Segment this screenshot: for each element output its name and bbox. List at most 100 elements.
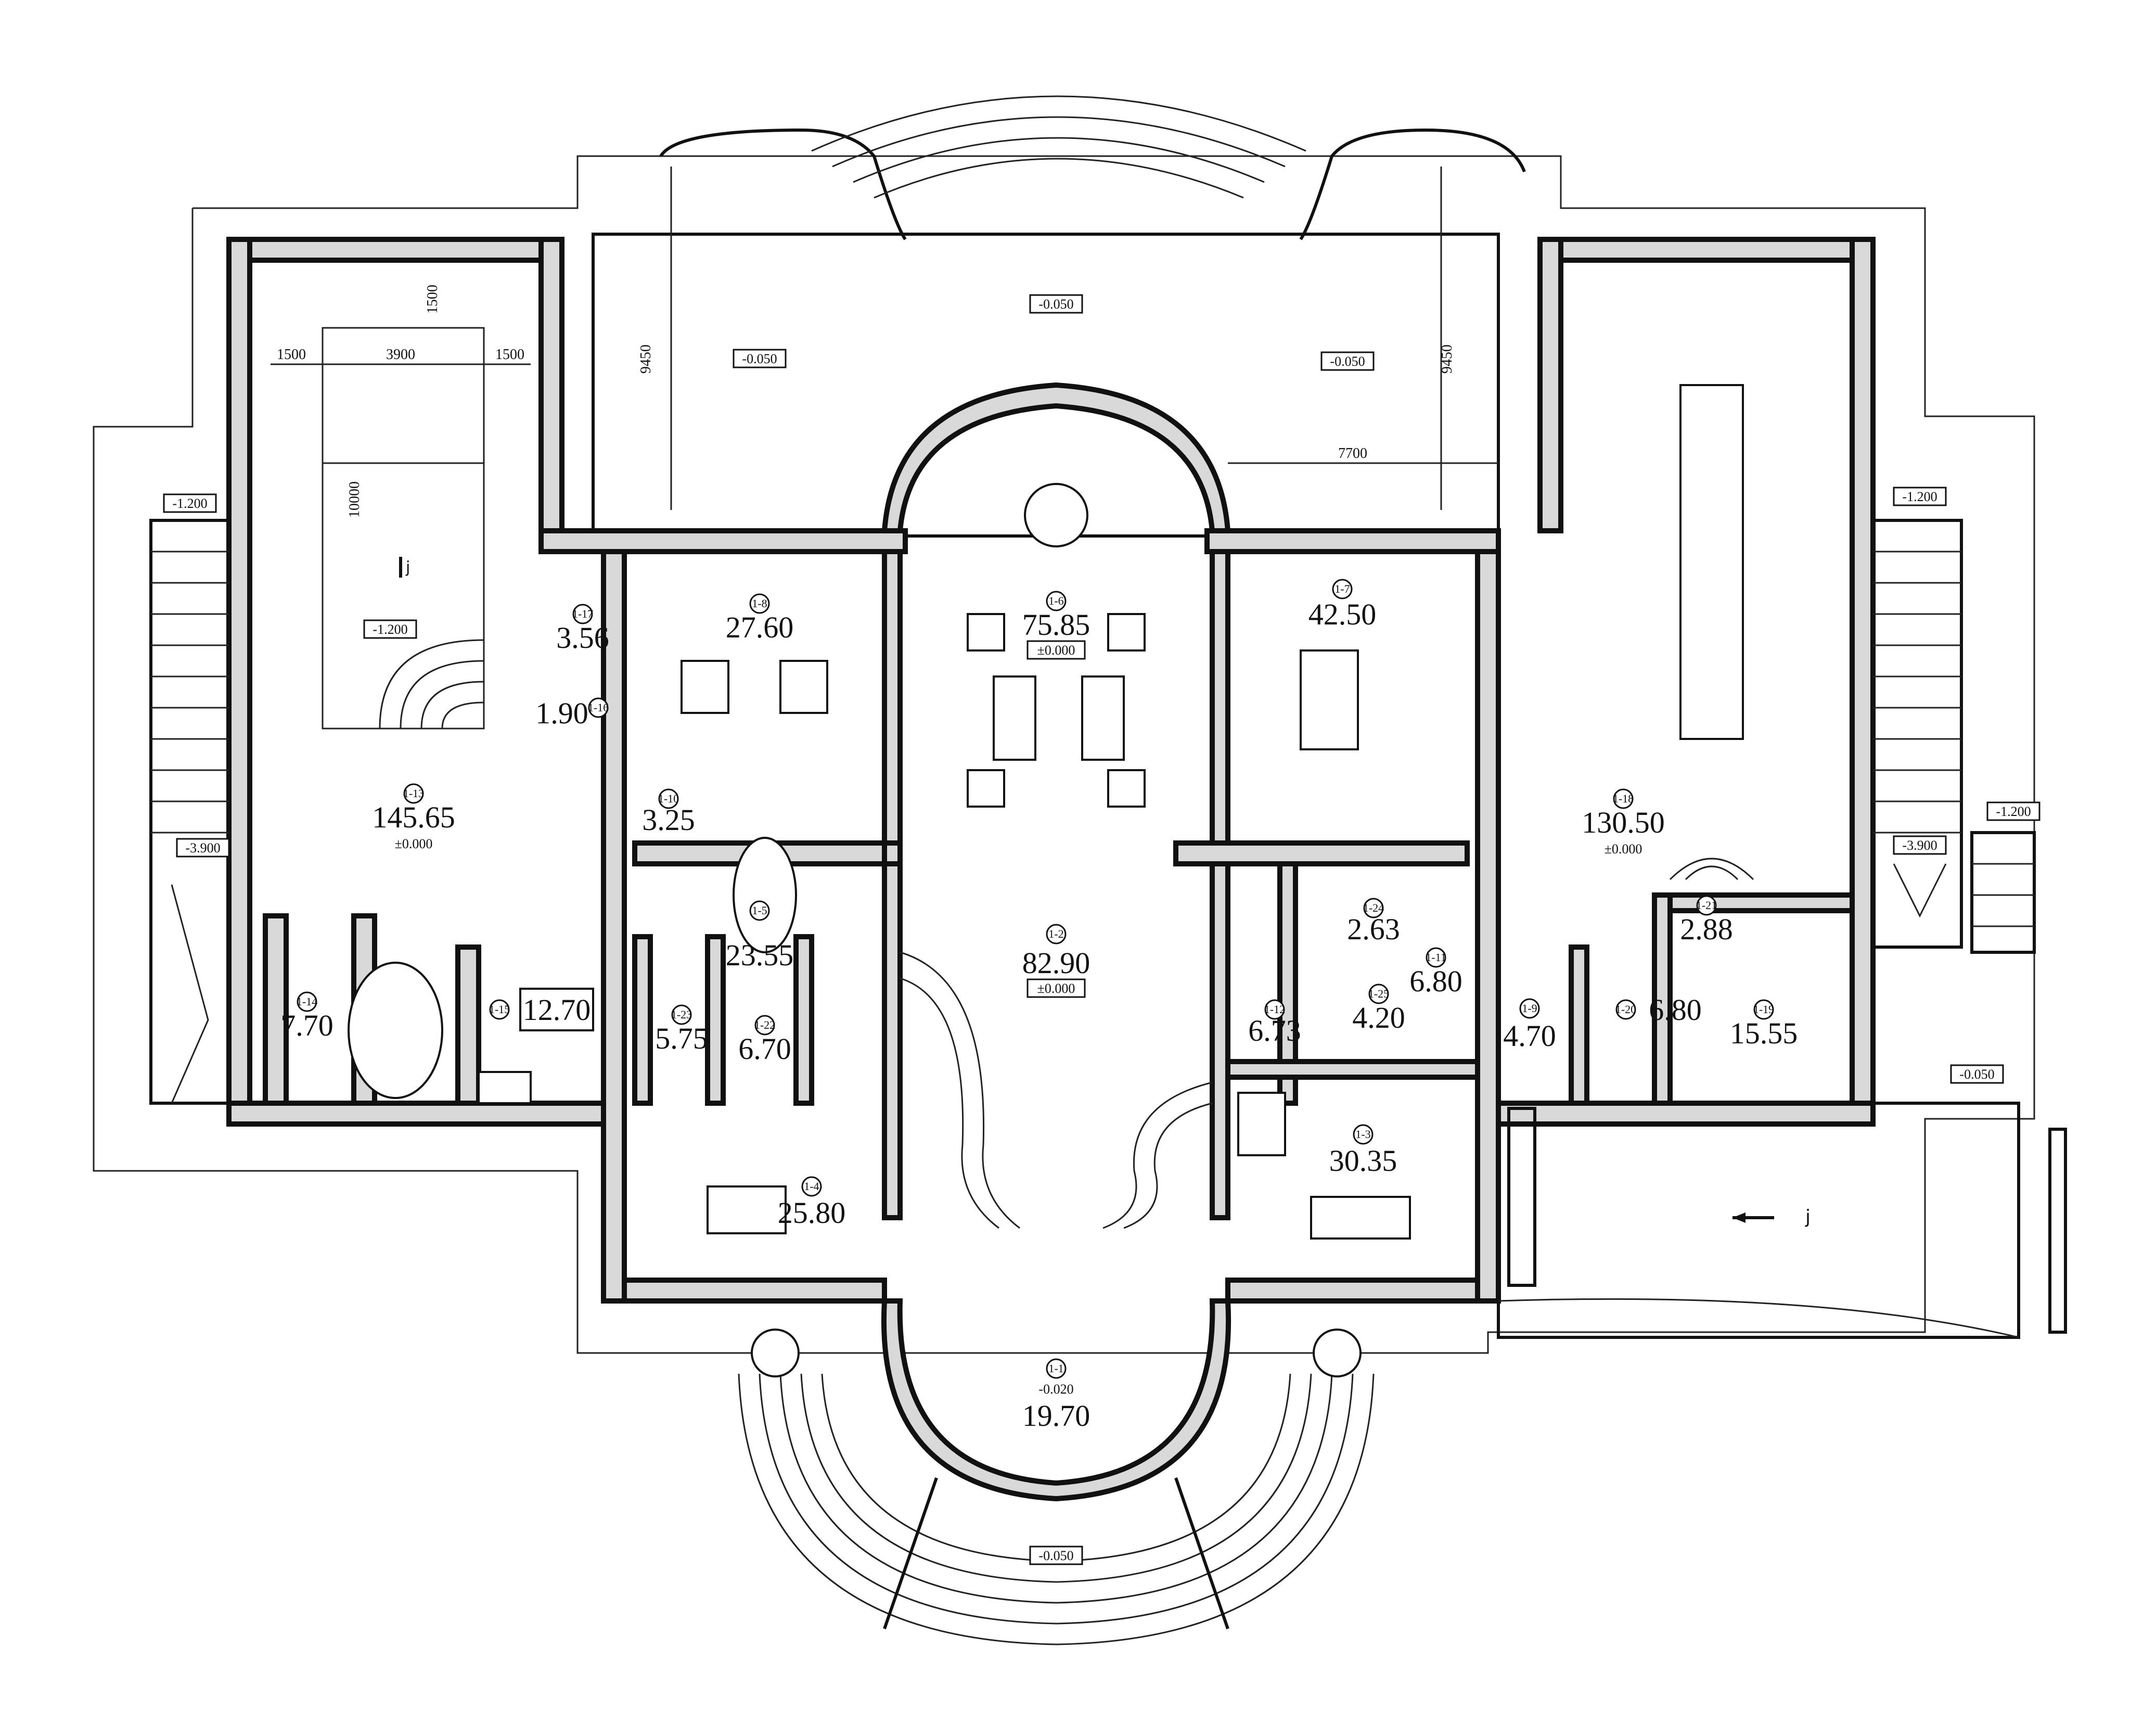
level-marks: -0.050 -0.050 -0.050 -0.050 -0.050 -1.20… bbox=[163, 294, 2040, 1565]
room-1-18: 1-18 130.50 ±0.000 bbox=[1582, 788, 1665, 857]
svg-text:1-17: 1-17 bbox=[572, 607, 593, 620]
svg-text:1-25: 1-25 bbox=[1368, 987, 1389, 1000]
level-terrace-center: -0.050 bbox=[1029, 294, 1083, 314]
level-right-top: -1.200 bbox=[1893, 487, 1947, 506]
svg-text:1-20: 1-20 bbox=[1615, 1003, 1636, 1016]
room-1-20: 1-20 6.80 bbox=[1615, 993, 1702, 1027]
svg-text:1.90: 1.90 bbox=[535, 696, 588, 730]
svg-text:1-5: 1-5 bbox=[752, 904, 767, 917]
svg-text:145.65: 145.65 bbox=[372, 800, 455, 834]
svg-text:1-11: 1-11 bbox=[1426, 951, 1446, 964]
svg-text:-3.900: -3.900 bbox=[185, 840, 220, 856]
room-1-13: 1-13 145.65 ±0.000 bbox=[372, 783, 455, 851]
svg-text:1-23: 1-23 bbox=[671, 1008, 692, 1021]
room-1-4: 1-4 25.80 bbox=[778, 1176, 846, 1230]
dimensions: 1500 3900 1500 1500 10000 9450 9450 7700 bbox=[271, 285, 1498, 518]
room-1-7: 1-7 42.50 bbox=[1308, 579, 1376, 631]
dim-1500-b: 1500 bbox=[495, 347, 524, 363]
room-1-12: 1-12 6.73 bbox=[1248, 999, 1301, 1048]
svg-text:±0.000: ±0.000 bbox=[1037, 643, 1075, 658]
level-left-bottom: -3.900 bbox=[176, 838, 230, 858]
svg-text:-1.200: -1.200 bbox=[1902, 489, 1937, 504]
room-1-23: 1-23 5.75 bbox=[655, 1004, 708, 1055]
svg-text:82.90: 82.90 bbox=[1022, 946, 1090, 980]
room-1-1: 1-1 -0.020 19.70 bbox=[1022, 1358, 1090, 1433]
svg-text:1-18: 1-18 bbox=[1613, 792, 1634, 805]
left-wing bbox=[226, 237, 606, 1127]
room-1-24: 1-24 2.63 bbox=[1347, 898, 1400, 946]
room-1-17: 1-17 3.56 bbox=[556, 604, 609, 655]
room-1-16: 1-16 1.90 bbox=[535, 696, 609, 730]
room-1-9: 1-9 4.70 bbox=[1503, 998, 1556, 1053]
dim-1500-a: 1500 bbox=[277, 347, 306, 363]
svg-text:1-9: 1-9 bbox=[1522, 1002, 1537, 1015]
svg-text:-0.050: -0.050 bbox=[1038, 297, 1073, 312]
svg-text:1-24: 1-24 bbox=[1363, 901, 1384, 914]
level-terrace-right: -0.050 bbox=[1320, 351, 1375, 371]
front-portico bbox=[738, 1298, 1375, 1645]
svg-text:1-4: 1-4 bbox=[804, 1180, 819, 1193]
level-left-top: -1.200 bbox=[163, 493, 217, 513]
level-front-stairs: -0.050 bbox=[1029, 1546, 1083, 1565]
left-stairs bbox=[149, 519, 230, 1105]
svg-text:25.80: 25.80 bbox=[778, 1196, 846, 1230]
room-1-6: 1-6 75.85 ±0.000 bbox=[1022, 591, 1090, 660]
svg-text:1-6: 1-6 bbox=[1048, 594, 1063, 607]
room-1-22: 1-22 6.70 bbox=[738, 1015, 791, 1066]
level-right-bottom: -3.900 bbox=[1893, 835, 1947, 855]
svg-text:±0.000: ±0.000 bbox=[395, 836, 433, 851]
room-1-21: 1-21 2.88 bbox=[1680, 895, 1733, 946]
room-1-25: 1-25 4.20 bbox=[1352, 984, 1405, 1035]
svg-text:6.70: 6.70 bbox=[738, 1032, 791, 1066]
svg-text:1-14: 1-14 bbox=[297, 995, 317, 1008]
svg-text:-3.900: -3.900 bbox=[1902, 838, 1937, 853]
svg-text:-1.200: -1.200 bbox=[1996, 804, 2031, 819]
svg-text:2.63: 2.63 bbox=[1347, 912, 1400, 946]
north-terrace bbox=[592, 95, 1526, 538]
svg-text:1-7: 1-7 bbox=[1334, 582, 1350, 595]
right-stairs bbox=[1871, 519, 2036, 954]
svg-text:-1.200: -1.200 bbox=[373, 622, 407, 637]
level-east-terrace: -0.050 bbox=[1950, 1064, 2004, 1084]
svg-text:±0.000: ±0.000 bbox=[1037, 981, 1075, 996]
level-pool: -1.200 bbox=[363, 619, 417, 639]
central-furniture bbox=[681, 483, 1411, 1240]
dim-3900: 3900 bbox=[386, 347, 415, 363]
svg-text:-0.050: -0.050 bbox=[1038, 1548, 1073, 1563]
svg-text:-0.050: -0.050 bbox=[742, 351, 777, 366]
svg-text:1-16: 1-16 bbox=[588, 701, 609, 714]
svg-text:4.20: 4.20 bbox=[1352, 1001, 1405, 1035]
svg-text:1-1: 1-1 bbox=[1048, 1362, 1063, 1375]
room-1-11: 1-11 6.80 bbox=[1409, 947, 1462, 998]
dim-9450-right: 9450 bbox=[1439, 344, 1455, 374]
room-1-2: 1-2 82.90 ±0.000 bbox=[1022, 924, 1090, 998]
room-labels: 1-1 -0.020 19.70 1-2 82.90 ±0.000 1-3 30… bbox=[280, 579, 1798, 1433]
svg-text:1-10: 1-10 bbox=[658, 792, 679, 805]
svg-text:15.55: 15.55 bbox=[1730, 1016, 1798, 1050]
svg-text:6.73: 6.73 bbox=[1248, 1014, 1301, 1048]
svg-text:1-12: 1-12 bbox=[1264, 1003, 1285, 1016]
svg-text:-0.020: -0.020 bbox=[1038, 1382, 1073, 1397]
svg-text:4.70: 4.70 bbox=[1503, 1019, 1556, 1053]
right-wing bbox=[1496, 237, 1876, 1127]
dim-1500-v: 1500 bbox=[425, 285, 441, 314]
svg-text:2.88: 2.88 bbox=[1680, 912, 1733, 946]
svg-text:19.70: 19.70 bbox=[1022, 1399, 1090, 1433]
svg-text:±0.000: ±0.000 bbox=[1605, 841, 1642, 857]
svg-text:6.80: 6.80 bbox=[1409, 964, 1462, 998]
svg-text:30.35: 30.35 bbox=[1329, 1144, 1397, 1178]
level-right-mid: -1.200 bbox=[1986, 801, 2040, 821]
site-outline bbox=[93, 155, 2035, 1354]
room-1-14: 1-14 7.70 bbox=[280, 991, 333, 1042]
grand-stairs bbox=[900, 951, 1213, 1229]
svg-text:-0.050: -0.050 bbox=[1959, 1067, 1994, 1082]
east-arrow-icon: j bbox=[1805, 1206, 1811, 1228]
svg-text:1-8: 1-8 bbox=[752, 597, 767, 610]
svg-text:5.75: 5.75 bbox=[655, 1022, 708, 1055]
svg-text:7.70: 7.70 bbox=[280, 1008, 333, 1042]
room-1-10: 1-10 3.25 bbox=[642, 788, 695, 837]
svg-text:1-13: 1-13 bbox=[403, 787, 424, 800]
svg-text:1-21: 1-21 bbox=[1696, 899, 1717, 912]
svg-text:3.56: 3.56 bbox=[556, 621, 609, 655]
